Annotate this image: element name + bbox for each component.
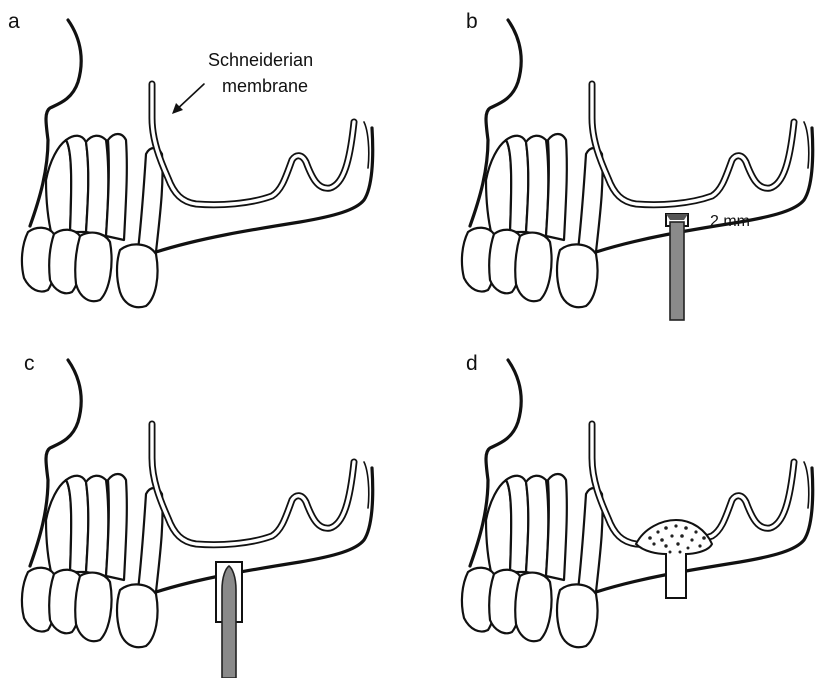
panel-letter-d: d: [466, 352, 478, 375]
height-label: 2 mm: [710, 213, 750, 230]
osteotome-c: [216, 562, 242, 678]
panel-c: c: [22, 352, 373, 678]
panel-b: b 2 mm: [462, 10, 813, 320]
panel-letter-b: b: [466, 10, 478, 33]
osteotome-b: [666, 214, 688, 320]
panel-d: d: [462, 352, 813, 647]
panel-a: a Schneiderian membrane: [8, 10, 373, 307]
membrane-label-line2: membrane: [222, 76, 308, 96]
bone-graft-d: [636, 520, 712, 598]
panel-letter-c: c: [24, 352, 35, 375]
panel-letter-a: a: [8, 10, 20, 33]
membrane-arrow: [172, 84, 204, 114]
membrane-label-line1: Schneiderian: [208, 50, 313, 70]
